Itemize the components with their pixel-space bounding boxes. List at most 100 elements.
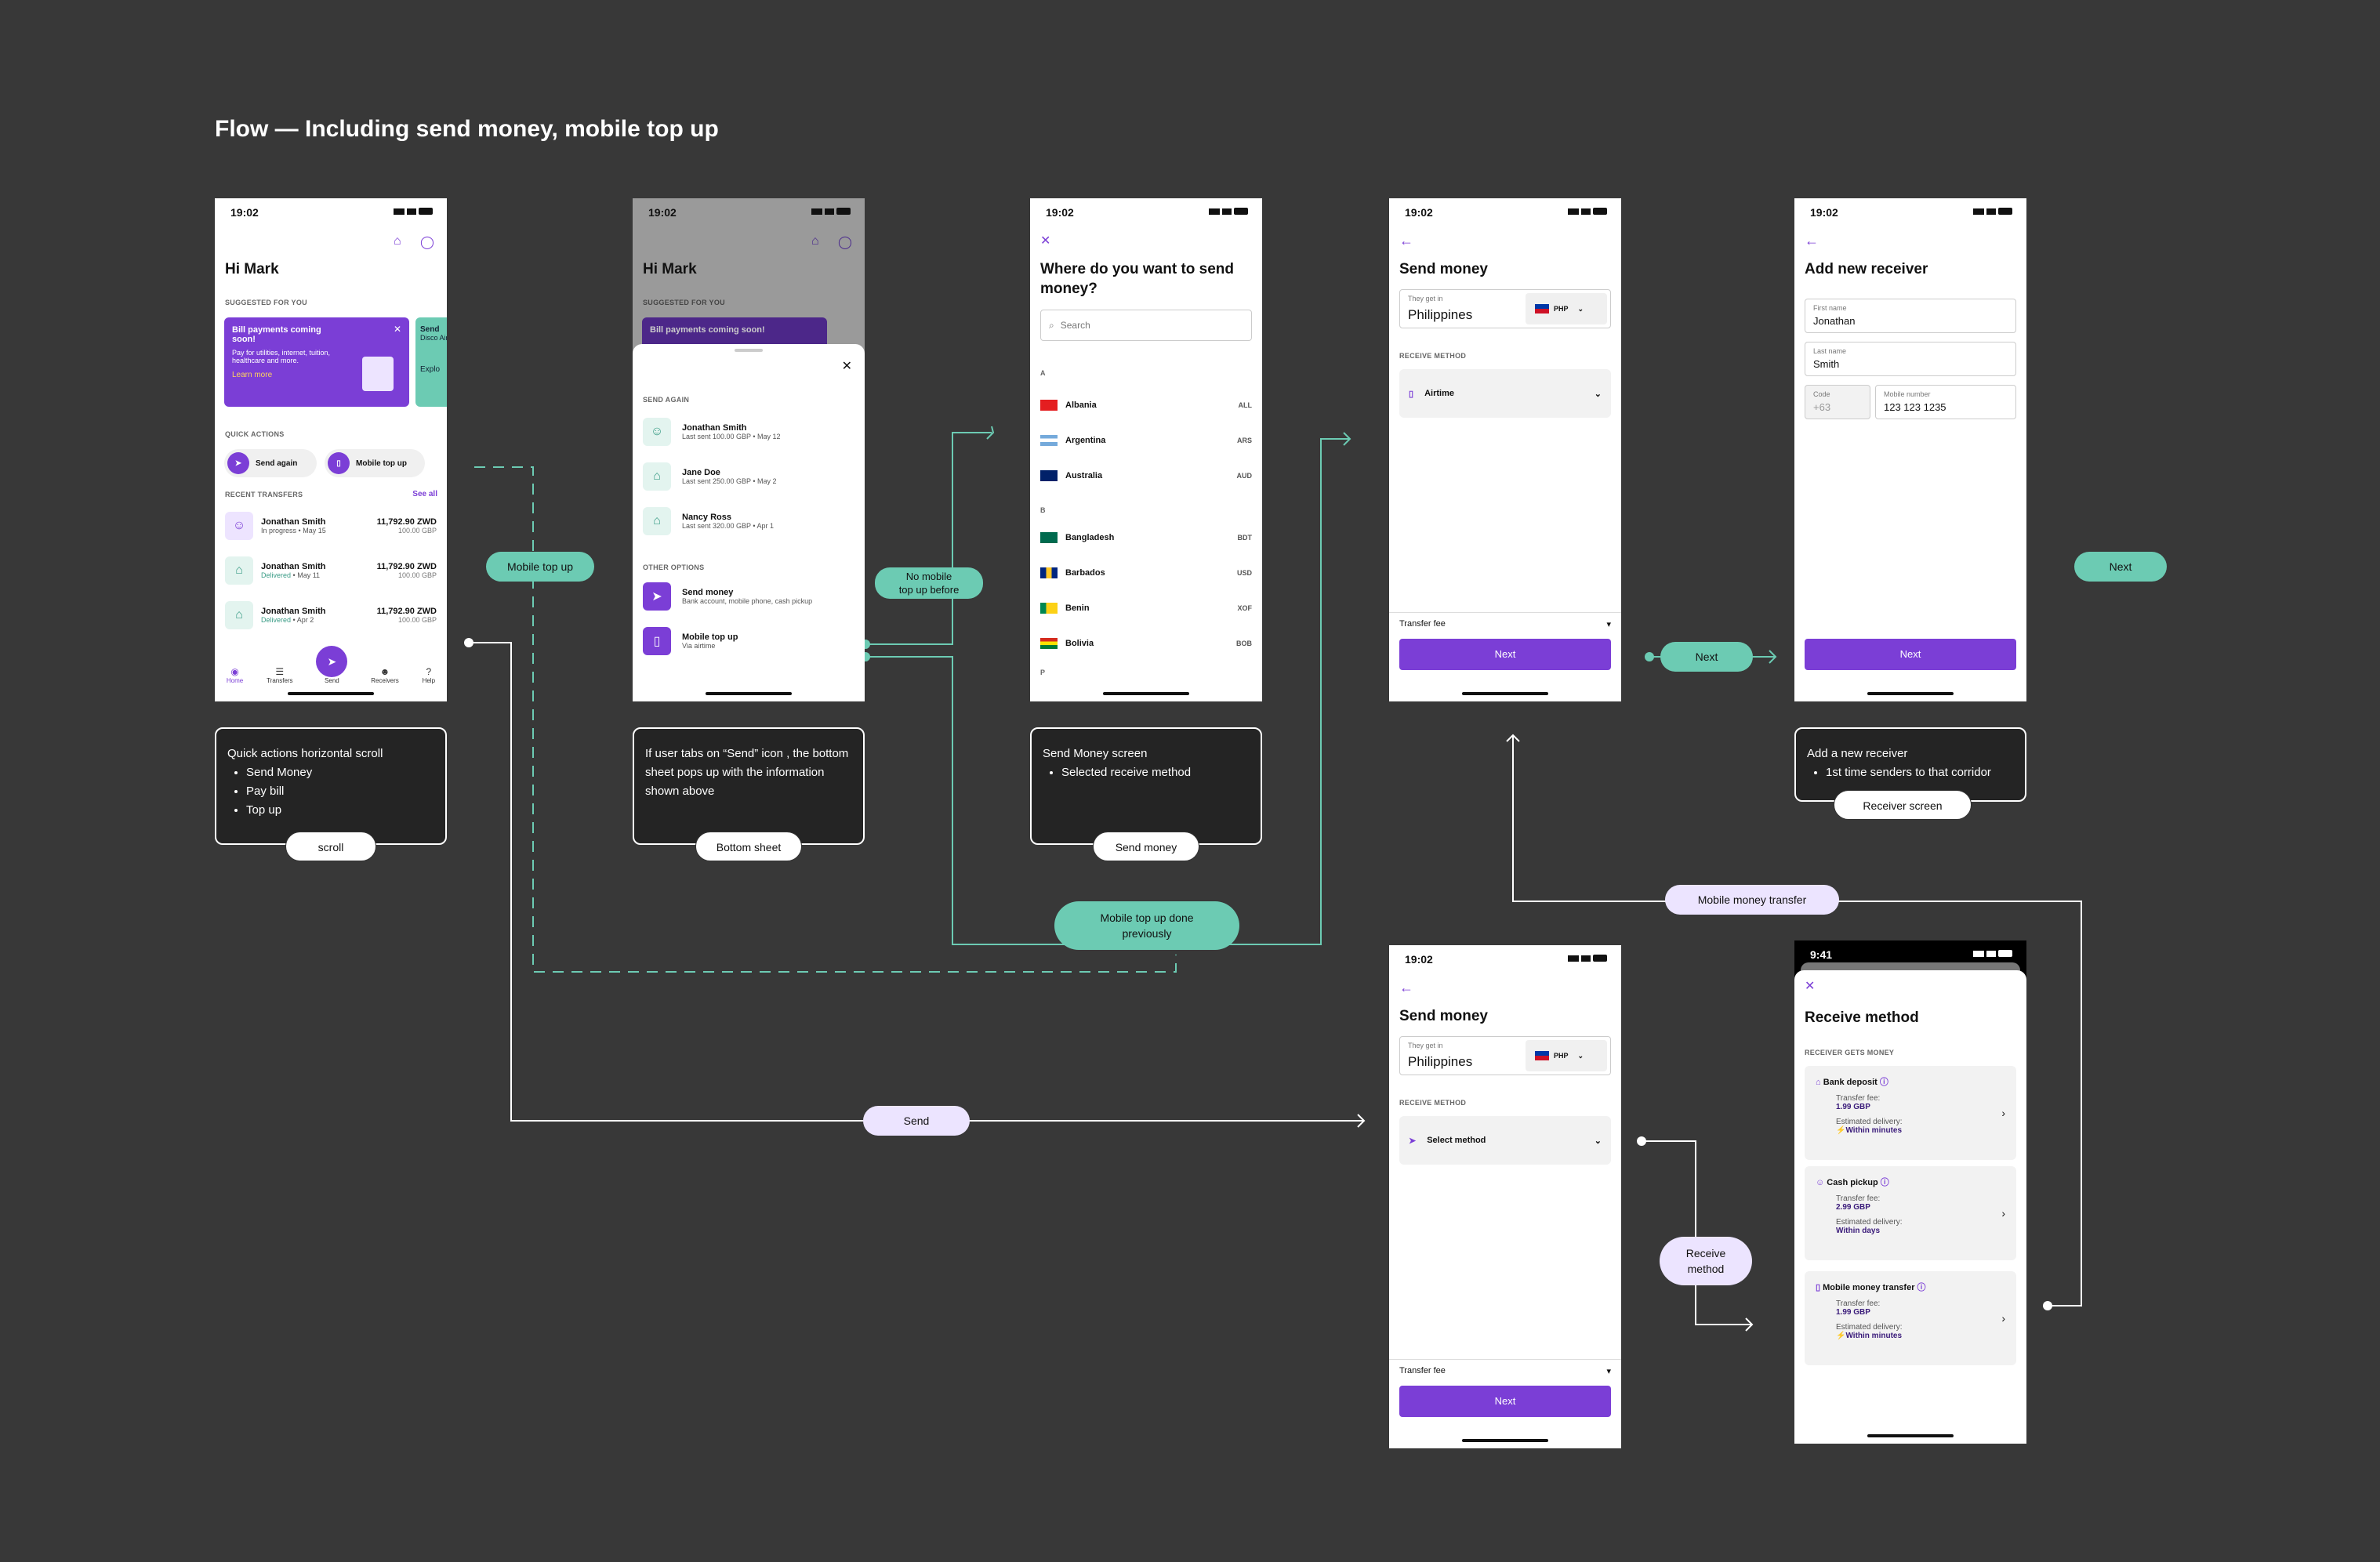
field-label: Last name bbox=[1813, 347, 1847, 355]
label-line: Mobile top up done bbox=[1100, 911, 1194, 924]
fee-label: Transfer fee bbox=[1399, 619, 1446, 629]
close-icon[interactable]: ✕ bbox=[393, 324, 401, 335]
note-item: Send Money bbox=[246, 763, 434, 782]
section-suggested: SUGGESTED FOR YOU bbox=[643, 299, 725, 306]
method-select[interactable]: ▯Airtime⌄ bbox=[1399, 369, 1611, 418]
transfer-sub: 100.00 GBP bbox=[397, 527, 437, 535]
method-select[interactable]: ➤Select method⌄ bbox=[1399, 1116, 1611, 1165]
see-all-link[interactable]: See all bbox=[412, 490, 437, 498]
status-bar: 19:02 bbox=[1405, 206, 1433, 219]
section-quick: QUICK ACTIONS bbox=[225, 430, 285, 438]
nav-receivers[interactable]: ☻Receivers bbox=[371, 666, 399, 684]
close-icon[interactable]: ✕ bbox=[841, 360, 852, 373]
transfer-date: • May 11 bbox=[292, 571, 321, 579]
bill-illustration-icon bbox=[362, 357, 394, 391]
eta-label: Estimated delivery: bbox=[1836, 1118, 1903, 1126]
send-icon: ➤ bbox=[316, 646, 348, 677]
transfer-fee-row[interactable]: Transfer fee▾ bbox=[1389, 1359, 1621, 1383]
send-again-button[interactable]: ➤Send again bbox=[224, 449, 317, 477]
currency-code: AUD bbox=[1236, 472, 1253, 480]
benin-flag-icon bbox=[1040, 603, 1058, 614]
search-input[interactable]: ⌕Search bbox=[1040, 310, 1252, 341]
transfer-name: Jonathan Smith bbox=[261, 517, 326, 527]
note-quick-actions: Quick actions horizontal scrollSend Mone… bbox=[215, 727, 447, 845]
philippines-flag-icon bbox=[1535, 1051, 1549, 1060]
send-card[interactable]: Send Disco Airtim Explo bbox=[415, 317, 447, 407]
transfer-sub: 100.00 GBP bbox=[397, 571, 437, 579]
back-arrow-icon[interactable]: ← bbox=[1805, 233, 1819, 248]
method-value: Airtime bbox=[1424, 389, 1454, 398]
nav-home[interactable]: ◉Home bbox=[227, 666, 243, 684]
cash-icon: ☺ bbox=[1816, 1178, 1825, 1187]
currency-select[interactable]: PHP⌄ bbox=[1526, 293, 1607, 324]
field-label: Code bbox=[1813, 390, 1830, 398]
field-value: Smith bbox=[1813, 358, 1840, 370]
transfer-amount: 11,792.90 ZWD bbox=[376, 517, 437, 527]
country-name: Australia bbox=[1065, 471, 1103, 480]
card2-link[interactable]: Explo bbox=[420, 365, 441, 374]
currency-select[interactable]: PHP⌄ bbox=[1526, 1040, 1607, 1071]
next-button[interactable]: Next bbox=[1805, 639, 2016, 670]
nav-label: Transfers bbox=[267, 677, 293, 684]
transfer-fee-row[interactable]: Transfer fee▾ bbox=[1389, 612, 1621, 636]
next-button[interactable]: Next bbox=[1399, 639, 1611, 670]
bank-icon: ⌂ bbox=[1816, 1078, 1821, 1087]
gift-icon[interactable]: ⌂ bbox=[394, 234, 401, 248]
nav-send[interactable]: ➤Send bbox=[316, 646, 348, 684]
nav-transfers[interactable]: ☰Transfers bbox=[267, 666, 293, 684]
profile-icon[interactable]: ◯ bbox=[420, 236, 434, 249]
section-other: OTHER OPTIONS bbox=[643, 564, 705, 571]
close-icon[interactable]: ✕ bbox=[1040, 234, 1051, 248]
back-arrow-icon[interactable]: ← bbox=[1399, 980, 1413, 995]
status-bar: 19:02 bbox=[230, 206, 259, 219]
phone-icon: ▯ bbox=[1409, 389, 1414, 399]
phone-icon: ▯ bbox=[1816, 1283, 1821, 1292]
receive-method-sheet: ✕ Receive method RECEIVER GETS MONEY ⌂ B… bbox=[1794, 970, 2026, 1444]
eta-label: Estimated delivery: bbox=[1836, 1323, 1903, 1332]
next-button[interactable]: Next bbox=[1399, 1386, 1611, 1417]
nav-label: Send bbox=[325, 677, 339, 684]
close-icon[interactable]: ✕ bbox=[1805, 980, 1816, 993]
sheet-handle[interactable] bbox=[735, 349, 763, 352]
nav-help[interactable]: ?Help bbox=[423, 666, 435, 684]
status-bar: 19:02 bbox=[1046, 206, 1074, 219]
back-arrow-icon[interactable]: ← bbox=[1399, 233, 1413, 248]
country-code-field[interactable]: Code+63 bbox=[1805, 385, 1870, 419]
note-add-receiver: Add a new receiver1st time senders to th… bbox=[1794, 727, 2026, 802]
mobile-top-up-button[interactable]: ▯Mobile top up bbox=[325, 449, 425, 477]
home-indicator bbox=[1462, 692, 1548, 695]
status-bar: 9:41 bbox=[1810, 948, 1833, 961]
page-title: Flow — Including send money, mobile top … bbox=[215, 116, 719, 142]
country-row[interactable]: Australia AUD bbox=[1040, 470, 1252, 481]
barbados-flag-icon bbox=[1040, 567, 1058, 578]
bill-payments-card[interactable]: Bill payments coming soon! Pay for utili… bbox=[224, 317, 409, 407]
learn-more-link[interactable]: Learn more bbox=[232, 371, 273, 379]
next-label: Next bbox=[2074, 552, 2167, 582]
bank-icon: ⌂ bbox=[643, 462, 671, 491]
note-item: Selected receive method bbox=[1061, 763, 1250, 782]
